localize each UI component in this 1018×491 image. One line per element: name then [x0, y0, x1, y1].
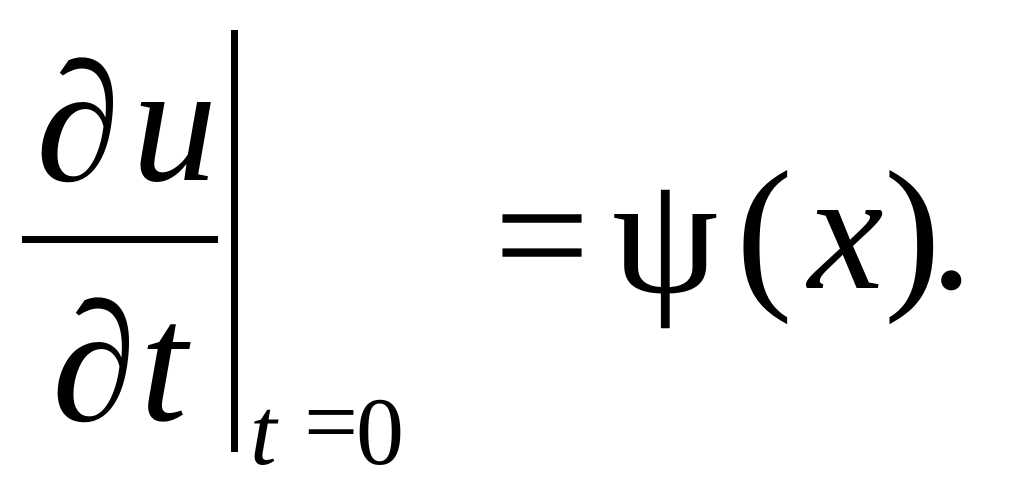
evaluation-variable: t [250, 378, 277, 485]
evaluation-equals-sign: = [304, 368, 359, 475]
denominator-partial-symbol: ∂ [52, 269, 137, 457]
numerator-variable: u [132, 29, 217, 217]
function-argument: x [808, 137, 884, 325]
function-psi: ψ [612, 141, 719, 329]
fraction-bar [22, 236, 218, 243]
left-parenthesis: ( [736, 137, 793, 325]
evaluation-bar [231, 30, 238, 452]
evaluation-value: 0 [356, 378, 404, 485]
denominator-variable: t [140, 269, 188, 457]
period: . [930, 137, 973, 325]
numerator-partial-symbol: ∂ [36, 29, 121, 217]
right-parenthesis: ) [884, 137, 941, 325]
equals-sign: = [494, 141, 590, 329]
